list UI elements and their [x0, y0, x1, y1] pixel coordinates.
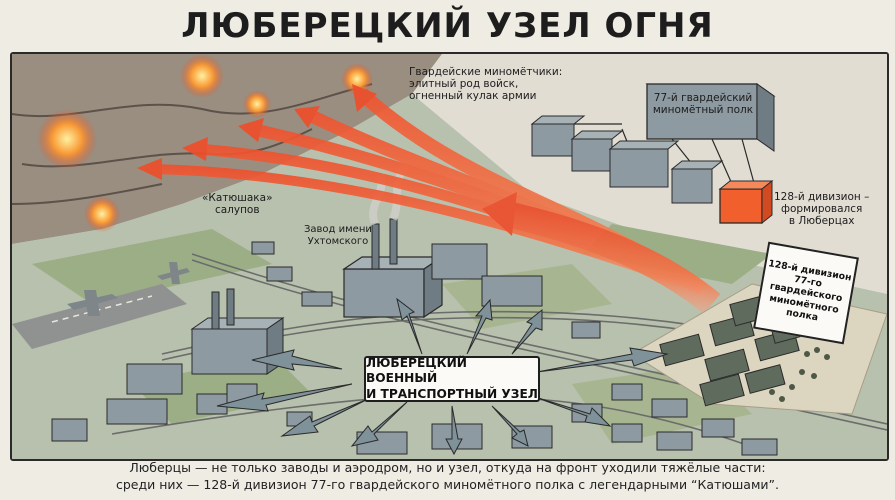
salvo-arrows [137, 84, 721, 315]
division-label-line3: в Люберцах [788, 215, 855, 228]
division-label-line1: 128-й дивизион – [774, 191, 870, 203]
regiment-org-chart [530, 83, 776, 225]
explosions [37, 54, 373, 232]
regiment-label-line2: миномётный полк [652, 104, 754, 117]
aircraft-icon [67, 262, 190, 316]
hub-line2: И ТРАНСПОРТНЫЙ УЗЕЛ [366, 386, 538, 401]
transport-hub-box: ЛЮБЕРЕЦКИЙ ВОЕННЫЙ И ТРАНСПОРТНЫЙ УЗЕЛ [364, 356, 540, 402]
division-signboard: 128-й дивизион 77-го гвардейского миномё… [753, 241, 859, 345]
regiment-label-line1: 77-й гвардейский [653, 92, 753, 104]
illustration-panel: Гвардейские миномётчики: элитный род вой… [10, 52, 889, 461]
plant-label-line2: Ухтомского [307, 235, 369, 247]
plant-label-line1: Завод имени [304, 224, 372, 235]
division-128-block [718, 179, 774, 225]
katyusha-label: «Катюшака» салупов [202, 192, 273, 216]
plant-label: Завод имени Ухтомского [304, 224, 372, 247]
hub-line1: ЛЮБЕРЕЦКИЙ ВОЕННЫЙ [366, 356, 467, 386]
left-factory [51, 288, 285, 442]
guards-label-line2: элитный род войск, [409, 78, 519, 91]
caption-line2: среди них — 128-й дивизион 77-го гвардей… [116, 476, 779, 492]
caption-line1: Люберцы — не только заводы и аэродром, н… [129, 460, 766, 475]
katyusha-label-line2: салупов [214, 204, 260, 217]
division-label: 128-й дивизион – формировался в Люберцах [774, 191, 869, 227]
division-label-line2: формировался [781, 203, 863, 216]
page-title: ЛЮБЕРЕЦКИЙ УЗЕЛ ОГНЯ [181, 6, 714, 46]
illustration-canvas [12, 54, 887, 459]
regiment-label: 77-й гвардейский миномётный полк [649, 92, 757, 116]
regiment-block [645, 83, 776, 152]
caption: Люберцы — не только заводы и аэродром, н… [0, 460, 895, 494]
katyusha-label-line1: «Катюшака» [202, 192, 273, 204]
guards-label-line1: Гвардейские миномётчики: [409, 66, 563, 78]
airfield-runway [12, 284, 187, 349]
guards-label: Гвардейские миномётчики: элитный род вой… [409, 66, 562, 102]
flow-arrows [216, 297, 669, 456]
guards-label-line3: огненный кулак армии [409, 90, 537, 103]
town-buildings [251, 241, 778, 456]
